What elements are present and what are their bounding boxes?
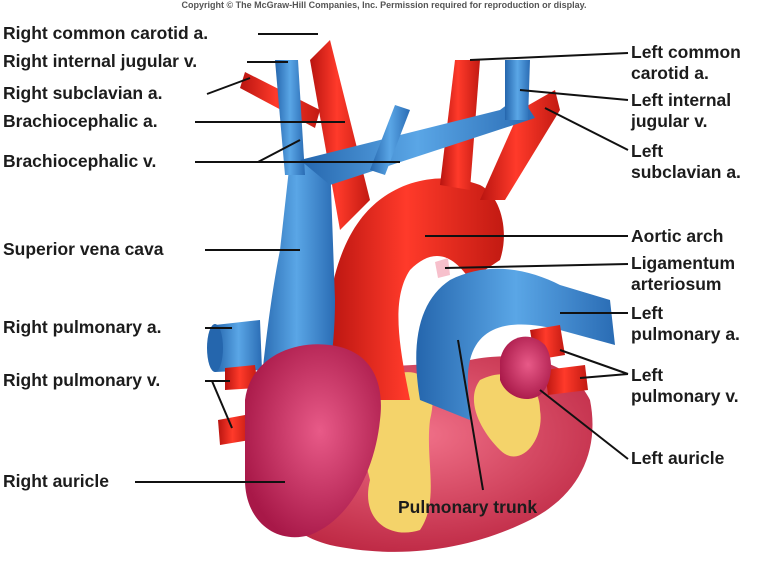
label-left-internal-jugular: Left internal jugular v. <box>631 90 731 132</box>
left-internal-jugular-vein <box>505 60 530 120</box>
left-auricle-shape <box>500 336 552 400</box>
label-line: Left internal <box>631 90 732 110</box>
label-aortic-arch: Aortic arch <box>631 226 723 247</box>
label-left-pulmonary-a: Left pulmonary a. <box>631 303 740 345</box>
label-line: jugular v. <box>631 111 708 131</box>
label-left-auricle: Left auricle <box>631 448 724 469</box>
label-right-subclavian: Right subclavian a. <box>3 83 163 103</box>
label-left-pulmonary-v: Left pulmonary v. <box>631 365 739 407</box>
leader-lines <box>135 33 629 491</box>
left-subclavian-artery <box>480 90 560 200</box>
label-line: arteriosum <box>631 274 722 294</box>
right-auricle-shape <box>245 344 381 538</box>
right-pulmonary-vein-lower <box>218 415 250 445</box>
label-right-pulmonary-v: Right pulmonary v. <box>3 370 161 390</box>
label-brachiocephalic-a: Brachiocephalic a. <box>3 111 158 131</box>
label-line: Aortic arch <box>631 226 724 246</box>
label-right-auricle: Right auricle <box>3 471 109 491</box>
label-right-pulmonary-a: Right pulmonary a. <box>3 317 162 337</box>
label-line: Left common <box>631 42 741 62</box>
label-line: Ligamentum <box>631 253 736 273</box>
ligamentum-arteriosum-shape <box>435 258 450 278</box>
right-internal-jugular-vein <box>275 60 305 175</box>
copyright-notice: Copyright © The McGraw-Hill Companies, I… <box>181 0 587 10</box>
label-pulmonary-trunk: Pulmonary trunk <box>398 497 538 517</box>
label-line: Left <box>631 365 664 385</box>
right-pulmonary-artery <box>215 320 262 372</box>
label-right-common-carotid: Right common carotid a. <box>3 23 209 43</box>
label-left-subclavian: Left subclavian a. <box>631 141 741 183</box>
vein-branch <box>370 105 410 175</box>
label-line: carotid a. <box>631 63 709 83</box>
label-left-common-carotid: Left common carotid a. <box>631 42 741 84</box>
label-line: Left auricle <box>631 448 725 468</box>
label-ligamentum-arteriosum: Ligamentum arteriosum <box>631 253 735 295</box>
aortic-arch-shape <box>326 178 504 400</box>
left-pulmonary-vein-lower <box>545 365 588 395</box>
label-line: Left <box>631 141 664 161</box>
label-superior-vena-cava: Superior vena cava <box>3 239 164 259</box>
label-line: Left <box>631 303 664 323</box>
label-right-internal-jugular: Right internal jugular v. <box>3 51 198 71</box>
label-line: pulmonary a. <box>631 324 740 344</box>
label-line: pulmonary v. <box>631 386 739 406</box>
label-line: subclavian a. <box>631 162 741 182</box>
label-brachiocephalic-v: Brachiocephalic v. <box>3 151 157 171</box>
brachiocephalic-artery <box>310 40 370 230</box>
